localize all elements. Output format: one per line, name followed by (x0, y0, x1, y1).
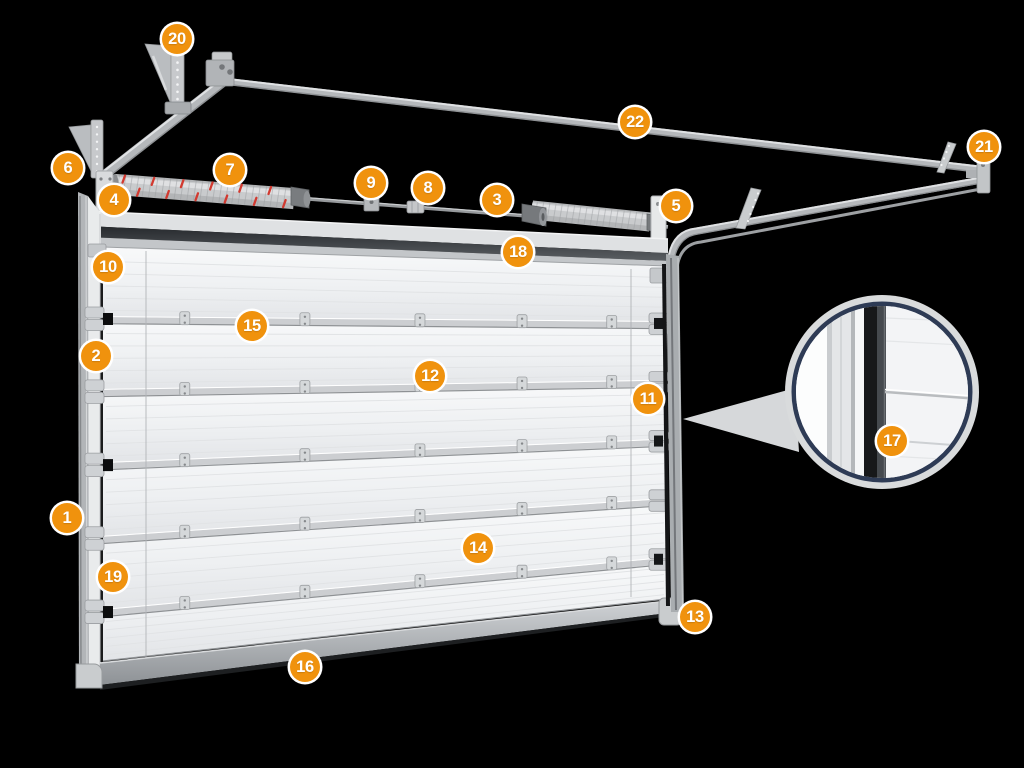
spring-red-mark (252, 196, 258, 206)
roller-hinge-left (84, 599, 105, 612)
hinge (606, 315, 618, 329)
hinge (414, 509, 426, 523)
ceiling-brackets (144, 37, 991, 230)
rear-bracket-20 (144, 37, 192, 115)
panel-ridges (105, 261, 665, 656)
door-panel (103, 559, 667, 661)
detail-inset (683, 295, 979, 489)
hinge (179, 453, 191, 468)
spring-red-mark (281, 198, 287, 209)
spring-coils (116, 174, 644, 231)
bottom-seal-shadow (100, 613, 668, 690)
spring-red-mark (135, 187, 141, 197)
hinge (606, 375, 618, 389)
hinge (179, 524, 191, 539)
right-edge-gap (662, 263, 670, 607)
door-panel (103, 318, 667, 392)
hinge (179, 382, 191, 396)
hinge (516, 314, 528, 329)
hinge (606, 556, 618, 571)
hanger-strap-front (735, 187, 762, 230)
roller-hinge-left (84, 379, 105, 392)
hinge (179, 596, 191, 610)
door-panel (103, 500, 667, 613)
hinge (414, 574, 426, 589)
top-roller-bracket-left-10 (87, 243, 107, 258)
shaft-coupler-8 (406, 200, 425, 214)
spring-red-mark (121, 174, 127, 184)
wall-bracket-left-6 (68, 119, 104, 179)
track-junction-bracket (205, 51, 235, 87)
hinge (414, 443, 426, 458)
panel-hinges (84, 306, 669, 624)
hinge (516, 439, 528, 453)
spring-red-mark (165, 189, 170, 200)
hinge (606, 496, 618, 510)
spring-red-mark (179, 178, 185, 189)
left-ceiling-track (97, 77, 989, 183)
bottom-corner-bracket-left (75, 663, 103, 689)
spring-red-mark (223, 194, 229, 204)
inset-pointer-wedge (683, 388, 799, 452)
hinge (299, 380, 311, 394)
inset-side-seal (864, 306, 877, 478)
hinge (299, 312, 311, 327)
spring-red-mark (208, 181, 214, 191)
hanger-strap-rear (936, 141, 957, 174)
spring-red-mark (150, 176, 156, 187)
roller-hinge-left (84, 526, 105, 539)
hinge (516, 376, 528, 391)
spring-red-mark (238, 183, 243, 193)
hinge (299, 516, 311, 531)
spring-red-mark (267, 185, 273, 196)
bottom-bar-16 (100, 601, 668, 685)
left-jamb (88, 196, 101, 688)
roller-hinge-left (84, 306, 105, 319)
roller-hinge-left (84, 452, 105, 465)
hinge (516, 502, 528, 516)
door-panel (103, 441, 667, 539)
hinge (179, 311, 191, 326)
hinge (414, 313, 426, 328)
right-frame (662, 254, 684, 612)
door-leaf (75, 243, 683, 690)
spring-red-mark (194, 192, 200, 202)
hinge (299, 448, 311, 463)
hinge (606, 435, 618, 450)
hinge (299, 584, 311, 599)
hinge (516, 564, 528, 579)
